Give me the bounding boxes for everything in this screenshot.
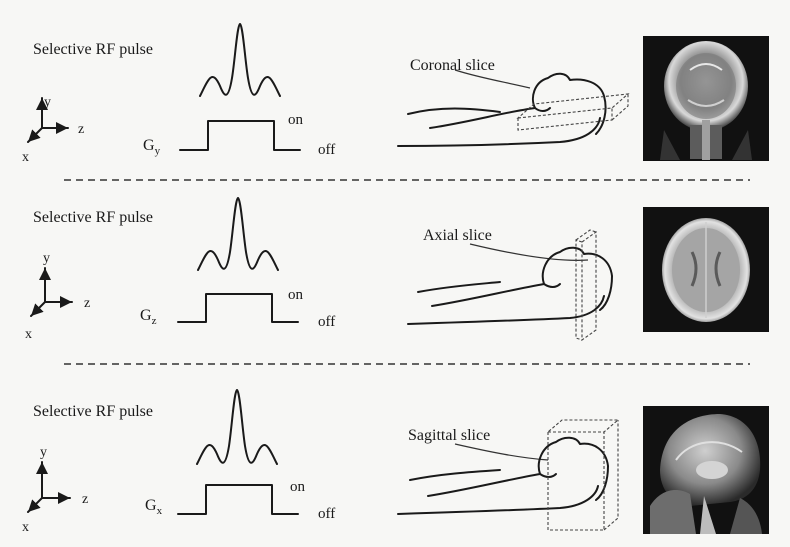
head-profile-icon: [398, 74, 606, 146]
axis-x-label: x: [22, 520, 29, 535]
gradient-on-label: on: [290, 479, 306, 495]
rf-pulse-label: Selective RF pulse: [33, 41, 153, 58]
row-axial: Selective RF pulse y z x Gz on off Axial…: [25, 198, 769, 342]
slice-pointer: [455, 444, 548, 460]
slice-label: Sagittal slice: [408, 427, 490, 444]
coordinate-axes-icon: y z x: [22, 95, 84, 165]
slice-pointer: [470, 244, 588, 260]
row-coronal: Selective RF pulse y z x Gy on off Coron…: [22, 24, 769, 165]
gradient-label: Gx: [145, 497, 163, 517]
axis-x-label: x: [25, 327, 32, 342]
gradient-label: Gy: [143, 137, 161, 157]
axis-y-label: y: [44, 95, 51, 110]
gradient-pulse-icon: Gx on off: [145, 479, 335, 522]
slice-plane-icon: [576, 230, 596, 340]
mri-scan-image: [643, 36, 769, 161]
mri-scan-image: [643, 207, 769, 332]
axis-z-label: z: [78, 122, 84, 137]
gradient-off-label: off: [318, 142, 335, 158]
gradient-off-label: off: [318, 506, 335, 522]
head-profile-icon: [398, 438, 608, 514]
sinc-pulse-icon: [197, 390, 277, 464]
sinc-pulse-icon: [198, 198, 278, 270]
gradient-on-label: on: [288, 112, 304, 128]
rf-pulse-label: Selective RF pulse: [33, 403, 153, 420]
axis-y-label: y: [43, 251, 50, 266]
slice-label: Axial slice: [423, 227, 492, 244]
slice-label: Coronal slice: [410, 57, 495, 74]
mri-scan-image: [643, 406, 769, 534]
gradient-off-label: off: [318, 314, 335, 330]
sinc-pulse-icon: [200, 24, 280, 96]
coordinate-axes-icon: y z x: [25, 251, 90, 342]
axis-x-label: x: [22, 150, 29, 165]
axis-z-label: z: [84, 296, 90, 311]
axis-z-label: z: [82, 492, 88, 507]
gradient-pulse-icon: Gz on off: [140, 287, 335, 330]
row-sagittal: Selective RF pulse y z x Gx on off Sagit…: [22, 390, 769, 535]
gradient-on-label: on: [288, 287, 304, 303]
coordinate-axes-icon: y z x: [22, 445, 88, 535]
slice-plane-icon: [518, 94, 628, 130]
head-profile-icon: [408, 248, 612, 324]
gradient-pulse-icon: Gy on off: [143, 112, 335, 158]
gradient-label: Gz: [140, 307, 157, 327]
axis-y-label: y: [40, 445, 47, 460]
rf-pulse-label: Selective RF pulse: [33, 209, 153, 226]
